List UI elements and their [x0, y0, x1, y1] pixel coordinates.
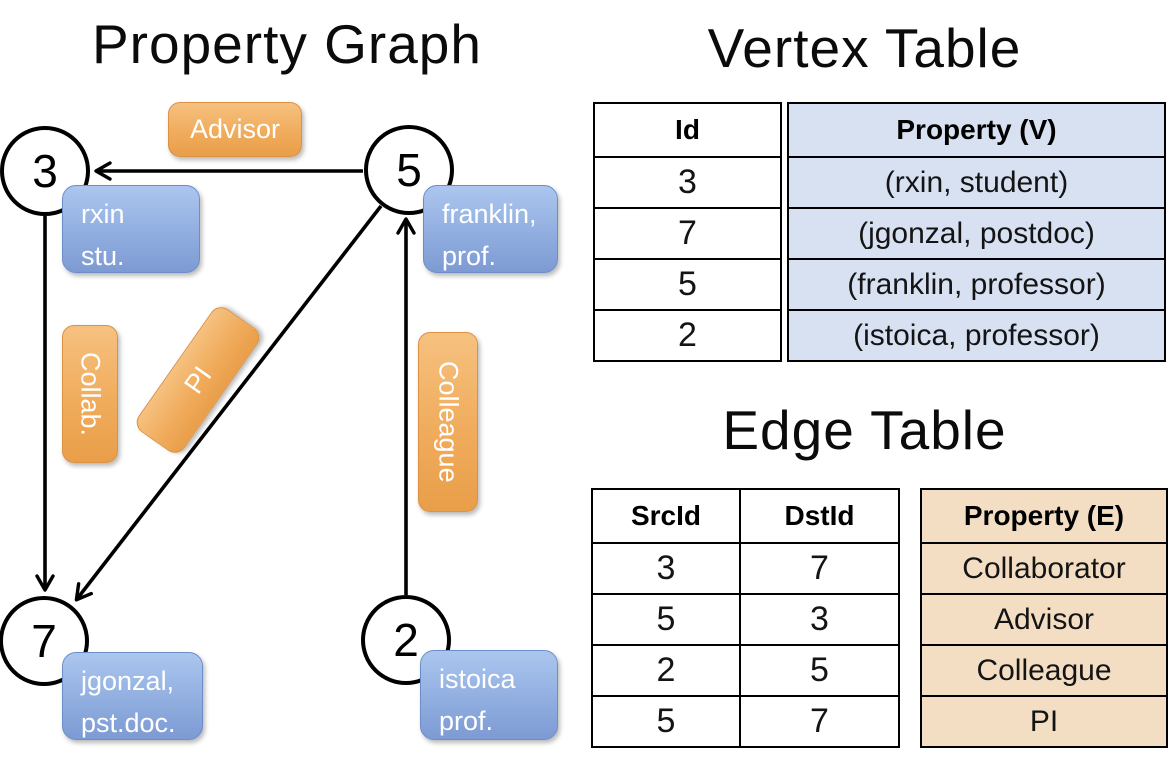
table-column-gap — [900, 488, 920, 748]
table-cell: 7 — [595, 207, 780, 258]
graph-node-2: 2 — [361, 595, 451, 685]
node-id-label: 2 — [393, 614, 419, 666]
vertex-property-line: rxin — [81, 199, 125, 229]
table-cell: 2 — [595, 309, 780, 360]
vertex-property-line: istoica — [439, 664, 516, 694]
vertex-table-header-id: Id — [675, 114, 700, 145]
edge-line-5-to-7 — [74, 204, 383, 602]
table-column-gap — [782, 102, 787, 362]
vertex-property-line: pst.doc. — [81, 707, 176, 738]
table-cell: Collaborator — [922, 542, 1166, 593]
table-cell: (istoica, professor) — [789, 309, 1164, 360]
property-graph-title: Property Graph — [91, 13, 482, 75]
edge-label-colleague: Colleague — [418, 332, 478, 512]
graph-edges — [35, 161, 416, 602]
table-cell: Colleague — [922, 644, 1166, 695]
table-cell: Advisor — [922, 593, 1166, 644]
edge-table-id-columns: SrcId DstId 3 7 5 3 2 5 5 7 — [591, 488, 900, 748]
node-id-label: 3 — [32, 145, 58, 197]
table-row: 3 7 — [593, 542, 898, 593]
edge-table: SrcId DstId 3 7 5 3 2 5 5 7 Property (E) — [591, 488, 1168, 748]
table-cell: 7 — [810, 549, 829, 587]
table-cell: 3 — [810, 600, 829, 638]
table-cell: 3 — [595, 156, 780, 207]
table-cell: 3 — [593, 544, 741, 593]
node-id-label: 5 — [396, 144, 422, 196]
vertex-property-line: prof. — [442, 240, 497, 271]
vertex-table-header-property: Property (V) — [896, 114, 1057, 145]
edge-table-title: Edge Table — [722, 399, 1007, 461]
edge-table-header-property: Property (E) — [963, 500, 1125, 531]
table-cell: 5 — [593, 595, 741, 644]
edge-table-property-column: Property (E) Collaborator Advisor Collea… — [920, 488, 1168, 748]
table-row: SrcId DstId — [593, 490, 898, 542]
vertex-property-line: stu. — [81, 240, 125, 271]
edge-label-collab: Collab. — [62, 325, 118, 463]
edge-label-advisor: Advisor — [168, 102, 302, 157]
vertex-table-title: Vertex Table — [707, 17, 1022, 79]
table-cell: (rxin, student) — [789, 156, 1164, 207]
table-cell: (jgonzal, postdoc) — [789, 207, 1164, 258]
vertex-property-line: franklin, — [442, 199, 537, 229]
vertex-property-box-3: rxin stu. — [62, 185, 200, 273]
graph-node-5: 5 — [364, 125, 454, 215]
vertex-property-line: prof. — [439, 705, 494, 736]
table-row: 2 5 — [593, 644, 898, 695]
edge-table-header-dstid: DstId — [784, 500, 855, 531]
vertex-property-line: jgonzal, — [81, 666, 175, 696]
table-cell: PI — [922, 695, 1166, 746]
table-cell: 7 — [810, 702, 829, 740]
vertex-table-id-column: Id 3 7 5 2 — [593, 102, 782, 362]
vertex-table-property-column: Property (V) (rxin, student) (jgonzal, p… — [787, 102, 1166, 362]
table-row: 5 3 — [593, 593, 898, 644]
vertex-property-box-5: franklin, prof. — [423, 185, 558, 273]
edge-table-header-srcid: SrcId — [593, 490, 741, 542]
table-cell: 5 — [595, 258, 780, 309]
vertex-property-box-7: jgonzal, pst.doc. — [62, 652, 203, 740]
table-cell: 5 — [593, 697, 741, 746]
vertex-property-box-2: istoica prof. — [420, 650, 558, 740]
table-cell: (franklin, professor) — [789, 258, 1164, 309]
vertex-table: Id 3 7 5 2 Property (V) (rxin, student) … — [593, 102, 1166, 362]
table-cell: 5 — [810, 651, 829, 689]
table-row: 5 7 — [593, 695, 898, 746]
table-cell: 2 — [593, 646, 741, 695]
node-id-label: 7 — [31, 615, 57, 667]
